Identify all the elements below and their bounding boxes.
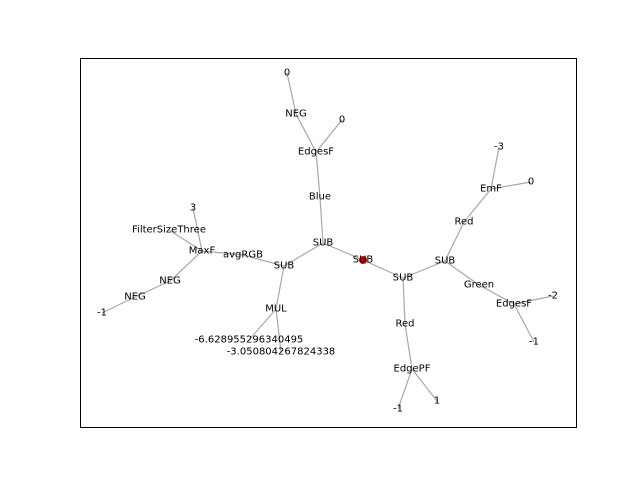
tree-node-label: avgRGB [223,250,263,261]
root-marker [359,256,367,264]
tree-node-label: SUB [393,273,414,284]
plot-frame [80,58,577,428]
tree-node-label: SUB [435,256,456,267]
tree-node-label: 0 [339,115,345,126]
tree-edge [444,221,465,262]
tree-edge [402,277,406,325]
tree-node-label: -1 [529,337,539,348]
tree-edge [248,308,277,341]
tree-node-label: -1 [393,404,403,415]
tree-node-label: Blue [309,192,331,203]
tree-edge [362,259,404,279]
tree-edge [397,368,413,410]
tree-node-label: 1 [434,396,440,407]
tree-node-label: -3 [494,142,504,153]
tree-node-label: EmF [480,184,502,195]
tree-edge [513,295,554,305]
tree-edge [322,242,364,261]
tree-node-label: 0 [284,68,290,79]
tree-edge [286,72,297,115]
tree-node-label: EdgesF [298,147,334,158]
tree-edges [101,72,554,410]
tree-edge [315,151,321,198]
tree-edge [478,284,515,305]
tree-edge [134,280,171,298]
tree-edge [411,368,438,402]
tree-edge [242,254,285,267]
tree-node-label: SUB [313,238,334,249]
tree-edge [402,260,446,279]
tree-edge [295,113,317,153]
tree-edge [201,250,244,256]
tree-edge [319,196,324,244]
tree-edge [490,146,500,190]
tree-node-label: Green [464,280,494,291]
tree-edge [513,303,535,343]
tree-edge [490,181,532,190]
tree-edge [275,308,282,353]
tree-node-labels: SUBSUBBlueEdgesFNEG00SUBavgRGBMaxF3Filte… [97,68,558,415]
tree-edge [315,119,343,153]
tree-node-label: -2 [548,291,558,302]
tree-edge [283,242,324,267]
tree-edge [404,323,413,370]
tree-node-label: MaxF [189,246,216,257]
tree-node-label: NEG [124,292,146,303]
tree-edge [463,188,492,223]
tree-node-label: EdgesF [496,299,532,310]
tree-edge [101,296,136,314]
tree-node-label: EdgePF [394,364,431,375]
tree-edge [275,265,285,310]
tree-node-label: 0 [528,177,534,188]
tree-node-label: NEG [159,276,181,287]
tree-node-label: SUB [274,261,295,272]
tree-node-label: -1 [97,308,107,319]
tree-node-label: NEG [285,109,307,120]
tree-node-label: -6.628955296340495 [195,335,304,346]
tree-node-label: FilterSizeThree [132,225,206,236]
tree-edge [444,260,480,286]
root-node-marker [359,256,367,264]
tree-node-label: Red [455,217,474,228]
tree-node-label: Red [396,319,415,330]
tree-edge [169,250,203,282]
tree-edge [168,229,203,252]
tree-node-label: SUB [353,255,374,266]
tree-node-label: 3 [190,203,196,214]
tree-edge [192,207,203,252]
tree-node-label: MUL [265,304,287,315]
tree-node-label: -3.050804267824338 [227,347,336,358]
